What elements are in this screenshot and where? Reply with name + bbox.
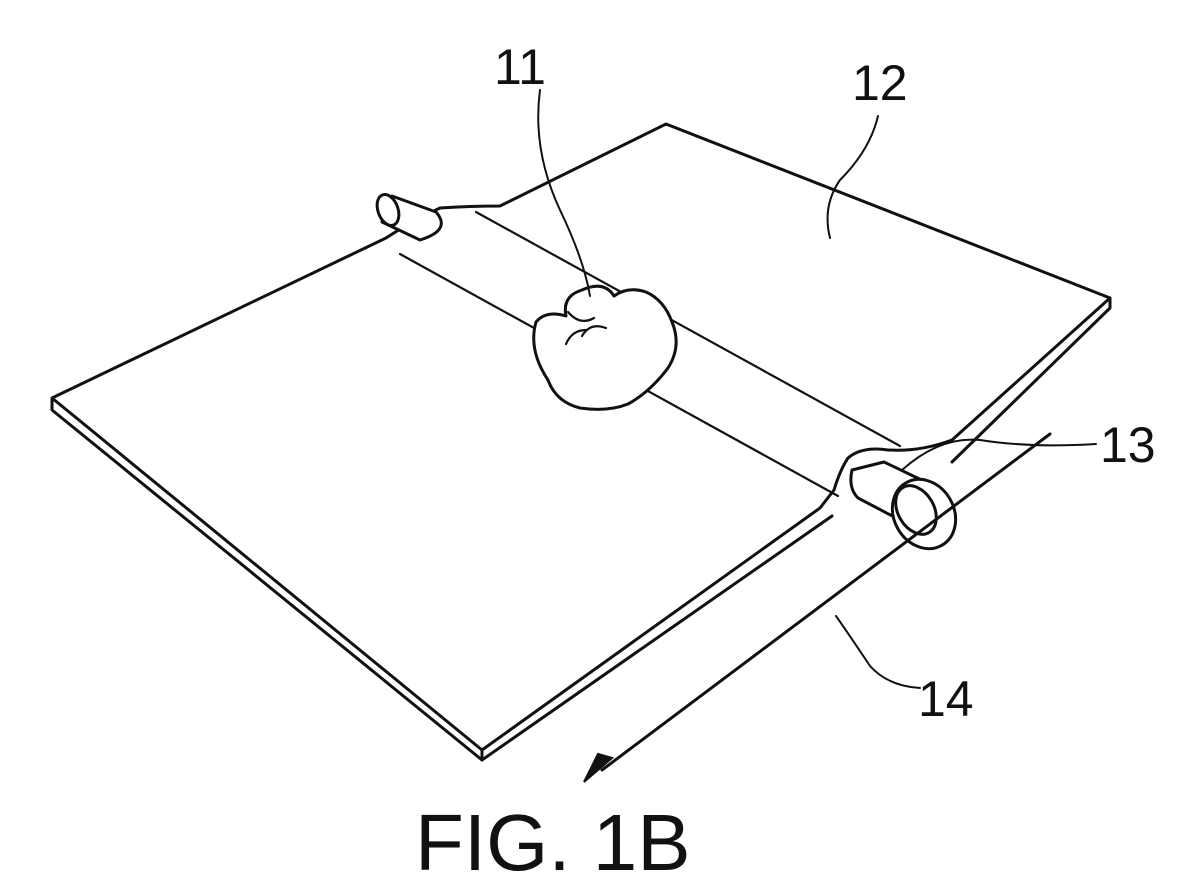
leader-11 bbox=[537, 89, 591, 297]
sheet-front-right-thickness bbox=[480, 514, 834, 762]
label-11: 11 bbox=[494, 39, 546, 95]
label-14: 14 bbox=[918, 671, 974, 727]
leader-14 bbox=[835, 615, 921, 689]
sheet-front-thickness bbox=[50, 398, 484, 762]
fold-line-upper bbox=[474, 210, 902, 448]
figure-caption: FIG. 1B bbox=[415, 798, 691, 887]
leader-12 bbox=[826, 115, 879, 239]
roller-left-end bbox=[375, 193, 443, 242]
object-detail-1 bbox=[566, 310, 596, 323]
leader-13 bbox=[901, 438, 1097, 471]
object bbox=[532, 284, 678, 411]
roller-right-cap bbox=[890, 477, 958, 551]
object-detail-2 bbox=[564, 328, 588, 346]
sheet bbox=[50, 122, 1112, 762]
direction-arrow bbox=[583, 432, 1052, 783]
arrow-shaft bbox=[600, 432, 1052, 772]
object-detail-3 bbox=[580, 325, 608, 338]
roller-left-cap bbox=[375, 193, 401, 227]
object-outline bbox=[532, 284, 678, 411]
arrow-head bbox=[583, 752, 615, 783]
roller-right-end bbox=[849, 460, 958, 551]
label-13: 13 bbox=[1100, 417, 1156, 473]
sheet-right-thickness bbox=[950, 296, 1112, 464]
roller-right-cap-rim bbox=[894, 484, 938, 536]
label-12: 12 bbox=[852, 55, 908, 111]
sheet-top-surface bbox=[50, 122, 1112, 752]
